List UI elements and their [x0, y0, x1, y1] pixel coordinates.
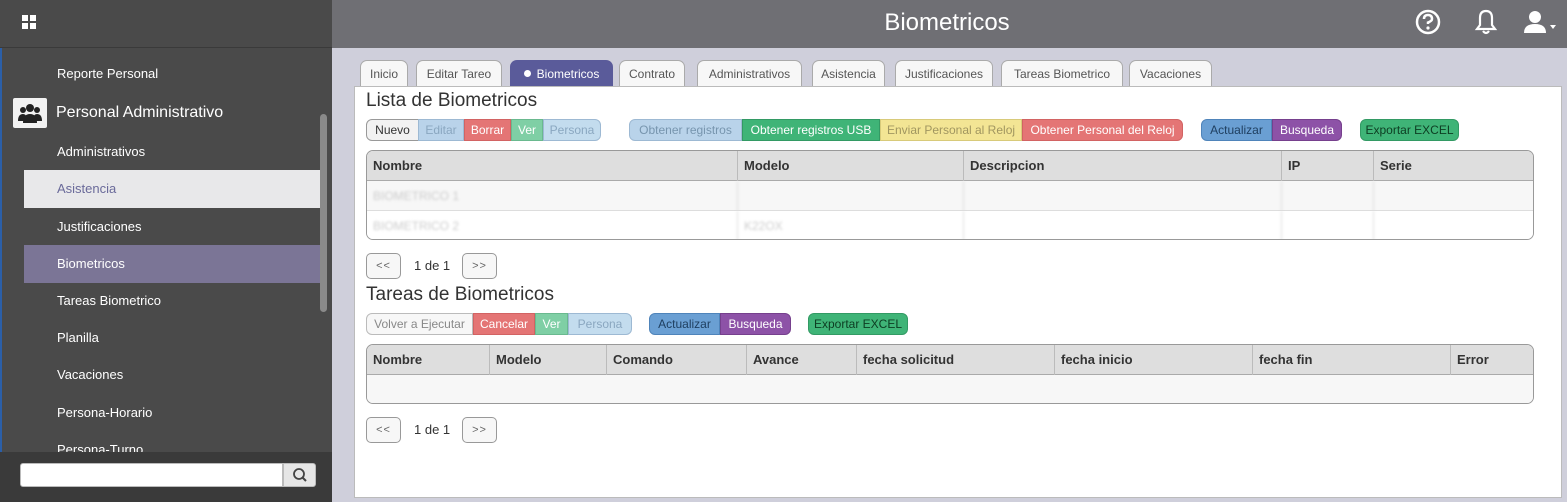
table-cell — [1282, 211, 1374, 239]
tab-tareas-biometrico[interactable]: Tareas Biometrico — [1001, 60, 1123, 86]
sidebar-item-planilla[interactable]: Planilla — [57, 330, 99, 345]
table-cell — [738, 181, 964, 211]
column-header[interactable]: IP — [1282, 151, 1374, 181]
table-cell — [1374, 181, 1533, 211]
user-icon[interactable] — [1522, 8, 1558, 36]
search-button[interactable] — [283, 463, 316, 487]
table-cell — [964, 211, 1282, 239]
cancelar-button[interactable]: Cancelar — [473, 313, 535, 335]
column-header[interactable]: Nombre — [367, 345, 490, 375]
biometricos-panel: Lista de Biometricos Nuevo Editar Borrar… — [354, 86, 1562, 498]
exportar-excel-tarea-button[interactable]: Exportar EXCEL — [808, 313, 908, 335]
column-header[interactable]: Modelo — [490, 345, 607, 375]
column-header[interactable]: fecha solicitud — [857, 345, 1055, 375]
obtener-registros-button[interactable]: Obtener registros — [629, 119, 742, 141]
table-row-empty — [367, 375, 1533, 403]
column-header[interactable]: Serie — [1380, 158, 1412, 173]
sidebar-item-biometricos[interactable]: Biometricos — [24, 245, 320, 283]
table-row[interactable]: BIOMETRICO 2 K22OX — [367, 211, 1533, 239]
column-header[interactable]: Modelo — [738, 151, 964, 181]
sidebar-header — [0, 0, 332, 48]
main-content: Inicio Editar Tareo Biometricos Contrato… — [332, 48, 1567, 502]
tareas-title: Tareas de Biometricos — [366, 284, 554, 305]
page-indicator: 1 de 1 — [414, 422, 451, 437]
borrar-button[interactable]: Borrar — [464, 119, 511, 141]
biometricos-table: Nombre Modelo Descripcion IP Serie BIOME… — [366, 150, 1534, 240]
table-header: Nombre Modelo Descripcion IP Serie — [367, 151, 1533, 181]
tareas-table: Nombre Modelo Comando Avance fecha solic… — [366, 344, 1534, 404]
sidebar-item-persona-horario[interactable]: Persona-Horario — [57, 405, 153, 420]
page-indicator: 1 de 1 — [414, 258, 451, 273]
ver-tarea-button[interactable]: Ver — [535, 313, 568, 335]
prev-page-button[interactable]: << — [366, 417, 401, 443]
table-cell — [964, 181, 1282, 211]
column-header[interactable]: Comando — [607, 345, 747, 375]
tab-administrativos[interactable]: Administrativos — [697, 60, 802, 86]
sidebar: Reporte Personal Personal Administrativo… — [0, 0, 332, 502]
page-title: Biometricos — [884, 9, 1010, 36]
table-cell: BIOMETRICO 2 — [367, 211, 738, 239]
editar-button[interactable]: Editar — [418, 119, 464, 141]
table-cell — [1282, 181, 1374, 211]
table-row[interactable]: BIOMETRICO 1 — [367, 181, 1533, 211]
sidebar-footer — [0, 452, 332, 502]
tab-editar-tareo[interactable]: Editar Tareo — [416, 60, 502, 86]
table-cell: K22OX — [738, 211, 964, 239]
sidebar-group-personal-administrativo[interactable]: Personal Administrativo — [4, 94, 322, 132]
sidebar-item-vacaciones[interactable]: Vacaciones — [57, 367, 124, 382]
enviar-personal-reloj-button[interactable]: Enviar Personal al Reloj — [880, 119, 1022, 141]
table-cell: BIOMETRICO 1 — [367, 181, 738, 211]
next-page-button[interactable]: >> — [462, 253, 497, 279]
grid-icon[interactable] — [22, 15, 36, 29]
column-header[interactable]: Avance — [747, 345, 857, 375]
tab-contrato[interactable]: Contrato — [619, 60, 685, 86]
tab-justificaciones[interactable]: Justificaciones — [895, 60, 993, 86]
nuevo-button[interactable]: Nuevo — [366, 119, 419, 141]
exportar-excel-button[interactable]: Exportar EXCEL — [1360, 119, 1459, 141]
table-header: Nombre Modelo Comando Avance fecha solic… — [367, 345, 1533, 375]
sidebar-scrollbar[interactable] — [320, 114, 327, 312]
users-icon — [13, 98, 47, 128]
table-cell — [1374, 211, 1533, 239]
sidebar-menu: Reporte Personal Personal Administrativo… — [0, 48, 332, 452]
obtener-registros-usb-button[interactable]: Obtener registros USB — [742, 119, 880, 141]
actualizar-button[interactable]: Actualizar — [1201, 119, 1272, 141]
column-header[interactable]: Descripcion — [964, 151, 1282, 181]
lista-title: Lista de Biometricos — [366, 90, 538, 111]
sidebar-item-administrativos[interactable]: Administrativos — [57, 144, 146, 159]
tab-vacaciones[interactable]: Vacaciones — [1129, 60, 1212, 86]
column-header[interactable]: fecha fin — [1253, 345, 1451, 375]
column-header[interactable]: fecha inicio — [1055, 345, 1253, 375]
prev-page-button[interactable]: << — [366, 253, 401, 279]
tab-inicio[interactable]: Inicio — [360, 60, 408, 86]
tab-asistencia[interactable]: Asistencia — [812, 60, 885, 86]
obtener-personal-reloj-button[interactable]: Obtener Personal del Reloj — [1022, 119, 1183, 141]
bell-icon[interactable] — [1472, 8, 1500, 36]
busqueda-tarea-button[interactable]: Busqueda — [720, 313, 791, 335]
search-icon — [293, 468, 307, 482]
top-header: Biometricos — [332, 0, 1567, 48]
sidebar-item-reporte-personal[interactable]: Reporte Personal — [57, 66, 159, 81]
sidebar-item-tareas-biometrico[interactable]: Tareas Biometrico — [57, 293, 162, 308]
tab-biometricos[interactable]: Biometricos — [510, 60, 613, 86]
sidebar-search-input[interactable] — [20, 463, 283, 487]
sidebar-item-persona-turno[interactable]: Persona-Turno — [57, 442, 144, 452]
next-page-button[interactable]: >> — [462, 417, 497, 443]
column-header[interactable]: Error — [1457, 352, 1489, 367]
persona-button[interactable]: Persona — [543, 119, 601, 141]
ver-button[interactable]: Ver — [511, 119, 543, 141]
volver-ejecutar-button[interactable]: Volver a Ejecutar — [366, 313, 473, 335]
sidebar-group-label: Personal Administrativo — [56, 104, 224, 121]
sidebar-item-justificaciones[interactable]: Justificaciones — [57, 219, 142, 234]
busqueda-button[interactable]: Busqueda — [1272, 119, 1342, 141]
persona-tarea-button[interactable]: Persona — [568, 313, 632, 335]
sidebar-item-asistencia[interactable]: Asistencia — [24, 170, 320, 208]
column-header[interactable]: Nombre — [367, 151, 738, 181]
help-circle-icon[interactable] — [1414, 8, 1442, 36]
actualizar-tarea-button[interactable]: Actualizar — [649, 313, 720, 335]
